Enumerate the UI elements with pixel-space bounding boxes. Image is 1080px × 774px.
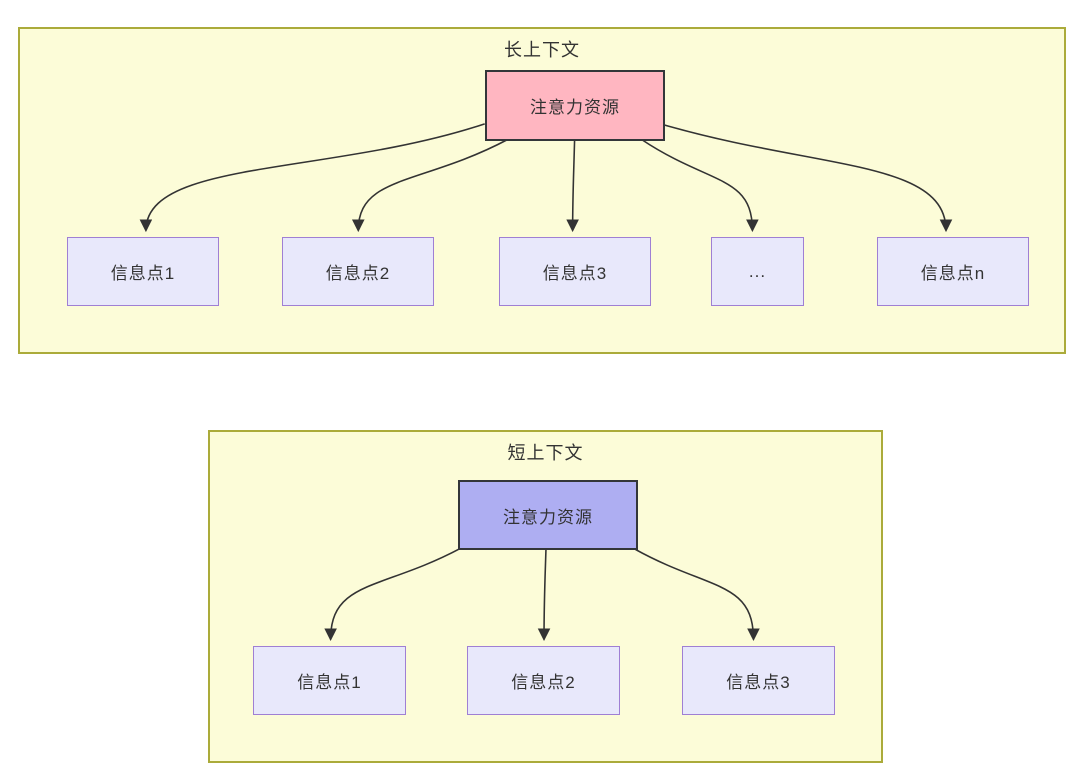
info-box: 信息点2 xyxy=(282,237,434,306)
attention-box-long: 注意力资源 xyxy=(485,70,665,141)
panel-short-context: 短上下文 注意力资源 信息点1 信息点2 信息点3 xyxy=(208,430,883,763)
arrow-short-3 xyxy=(633,547,760,642)
arrow-long-2 xyxy=(351,138,508,233)
arrow-long-4 xyxy=(641,138,759,233)
panel-long-context: 长上下文 注意力资源 信息点1 信息点2 信息点3... 信息点n xyxy=(18,27,1066,354)
info-box: 信息点3 xyxy=(682,646,835,715)
panel-long-title: 长上下文 xyxy=(504,40,580,60)
attention-box-short: 注意力资源 xyxy=(458,480,638,550)
info-box: 信息点n xyxy=(877,237,1029,306)
info-box: 信息点1 xyxy=(253,646,406,715)
info-box: 信息点2 xyxy=(467,646,620,715)
arrow-long-1 xyxy=(139,123,485,233)
info-box: ... xyxy=(711,237,804,306)
info-box: 信息点3 xyxy=(499,237,651,306)
arrow-long-5 xyxy=(660,123,953,233)
arrow-long-3 xyxy=(566,139,579,233)
panel-short-title: 短上下文 xyxy=(507,443,584,463)
arrow-short-1 xyxy=(324,547,461,642)
arrow-short-2 xyxy=(537,548,551,642)
info-box: 信息点1 xyxy=(67,237,219,306)
